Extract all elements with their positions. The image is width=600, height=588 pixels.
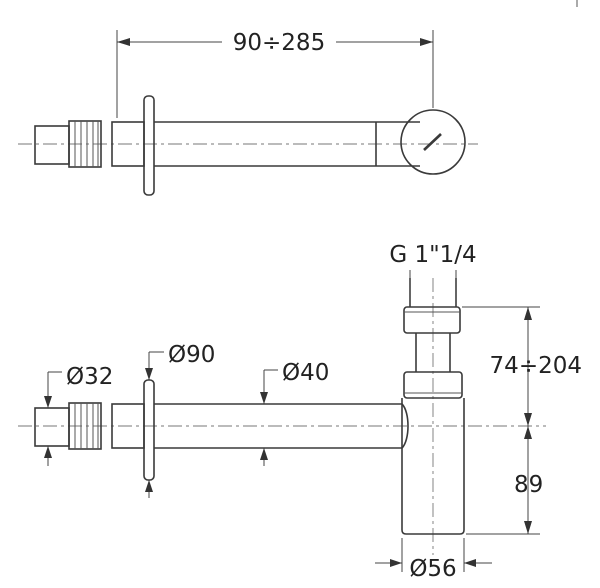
dim-height-range-label: 74÷204 — [490, 353, 582, 379]
dim-inlet-diameter: Ø32 — [44, 364, 113, 466]
dim-rosette-diameter-label: Ø90 — [168, 342, 215, 368]
dim-rosette-diameter: Ø90 — [145, 342, 215, 498]
dim-thread-label: G 1"1/4 — [389, 242, 476, 268]
dim-height-fixed-label: 89 — [514, 472, 543, 498]
dim-thread: G 1"1/4 — [389, 242, 477, 300]
dim-length-label: 90÷285 — [233, 30, 325, 56]
dim-pipe-diameter-label: Ø40 — [282, 360, 329, 386]
dim-inlet-diameter-label: Ø32 — [66, 364, 113, 390]
bottle-trap — [401, 278, 465, 535]
top-threaded-inlet — [34, 120, 102, 168]
front-rosette — [143, 379, 155, 481]
dim-trap-diameter: Ø56 — [375, 538, 492, 582]
top-view: 90÷285 — [18, 0, 578, 196]
dim-height-range: 74÷204 — [462, 306, 582, 426]
top-rosette — [143, 95, 155, 196]
top-trap-circle — [400, 109, 466, 175]
dim-height-fixed: 89 — [466, 426, 543, 535]
dim-length: 90÷285 — [116, 30, 434, 118]
top-main-pipe — [154, 121, 420, 167]
dim-pipe-diameter: Ø40 — [260, 360, 329, 466]
front-main-pipe — [154, 403, 409, 449]
front-threaded-inlet — [34, 402, 102, 450]
front-view: G 1"1/4 74÷204 89 Ø32 — [18, 242, 582, 582]
dim-trap-diameter-label: Ø56 — [409, 556, 456, 582]
